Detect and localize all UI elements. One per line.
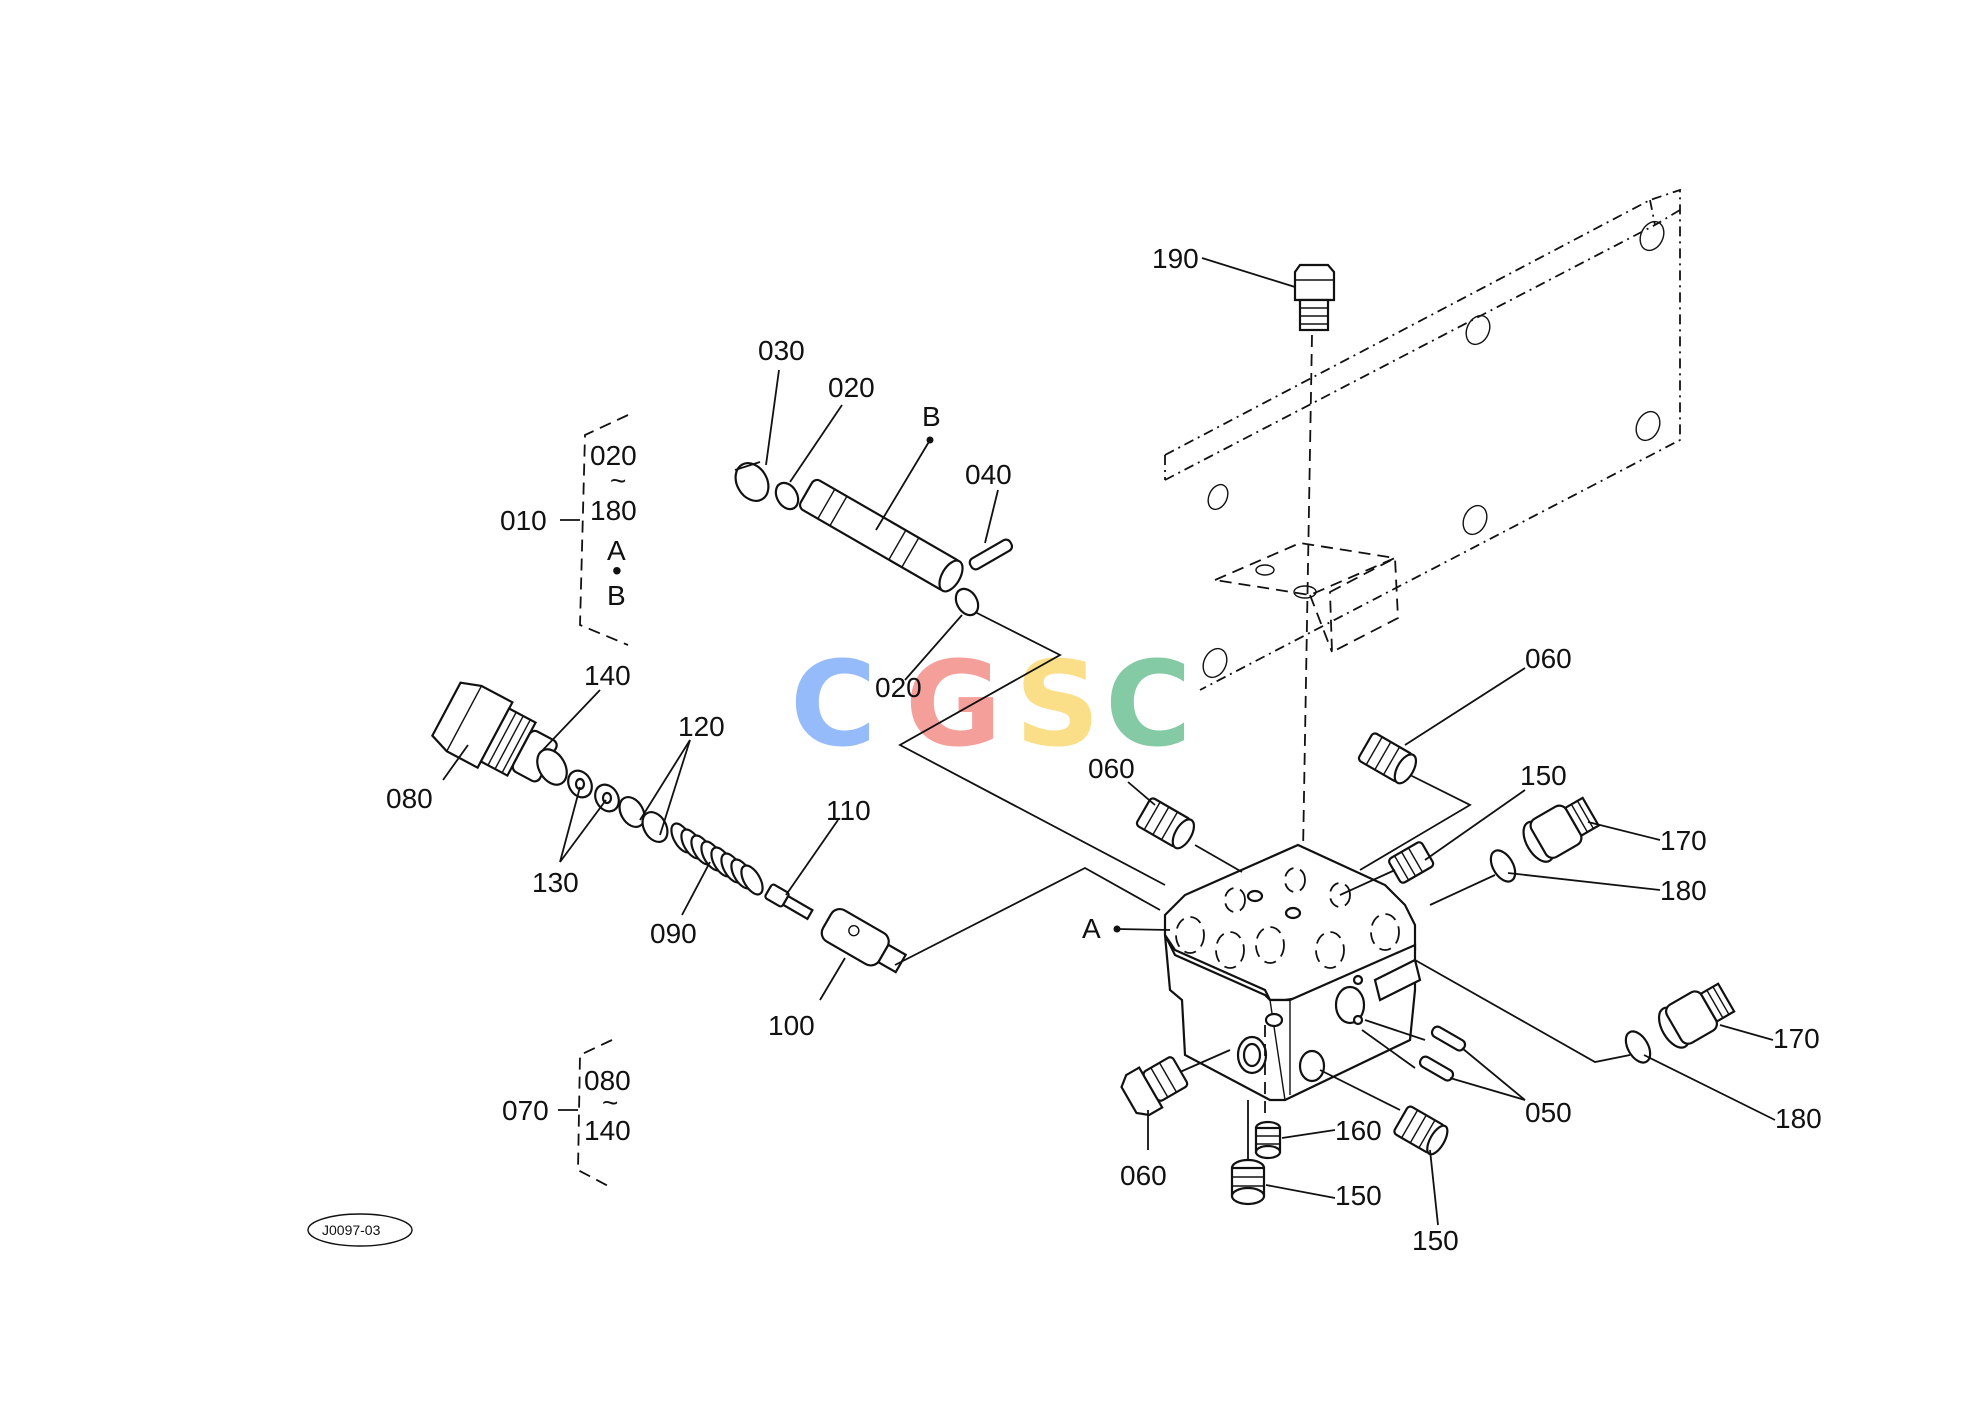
relief-valve-assembly <box>431 681 908 974</box>
assembly-010-label: 010 <box>500 505 547 536</box>
part-label-020-lower: 020 <box>875 672 922 703</box>
diagram-code: J0097-03 <box>322 1222 381 1238</box>
plug-060-lower <box>1120 1056 1189 1117</box>
assembly-070-bracket <box>558 1039 613 1189</box>
part-label-130: 130 <box>532 867 579 898</box>
part-label-050: 050 <box>1525 1097 1572 1128</box>
part-label-080: 080 <box>386 783 433 814</box>
assembly-010-ref-a: A <box>607 535 626 566</box>
plug-060-upper-right <box>1357 732 1418 785</box>
part-label-030: 030 <box>758 335 805 366</box>
part-label-160: 160 <box>1335 1115 1382 1146</box>
assembly-070-label: 070 <box>502 1095 549 1126</box>
mounting-plate <box>1164 188 1681 691</box>
part-label-110: 110 <box>826 795 871 826</box>
part-label-120: 120 <box>678 711 725 742</box>
part-label-180-upper: 180 <box>1660 875 1707 906</box>
assembly-010-ref-sep: • <box>612 555 622 586</box>
part-label-190: 190 <box>1152 243 1199 274</box>
bolt-190 <box>1293 263 1336 911</box>
assembly-070-range-start: 080 <box>584 1065 631 1096</box>
assembly-010-ref-b: B <box>607 580 626 611</box>
part-label-140: 140 <box>584 660 631 691</box>
plug-160 <box>1254 1120 1282 1160</box>
part-label-040: 040 <box>965 459 1012 490</box>
assembly-010-range-end: 180 <box>590 495 637 526</box>
part-label-150-bottom: 150 <box>1335 1180 1382 1211</box>
assembly-010-range-symbol: ~ <box>610 465 626 496</box>
watermark-letter-g: G <box>905 635 1002 773</box>
plug-150-bottom-right <box>1393 1105 1449 1156</box>
part-label-100: 100 <box>768 1010 815 1041</box>
part-label-170-lower: 170 <box>1773 1023 1820 1054</box>
watermark-letter-s: S <box>1015 635 1100 773</box>
spool-assembly <box>734 461 1014 617</box>
part-label-020-upper: 020 <box>828 372 875 403</box>
plug-150-bottom <box>1230 1158 1266 1206</box>
plug-060-middle <box>1135 797 1196 850</box>
part-label-060-lower: 060 <box>1120 1160 1167 1191</box>
ref-label-b: B <box>922 401 941 432</box>
spring-090 <box>670 822 764 896</box>
plug-150-upper <box>1388 841 1435 884</box>
part-label-180-lower: 180 <box>1775 1103 1822 1134</box>
part-label-090: 090 <box>650 918 697 949</box>
fitting-170-upper <box>1522 796 1601 863</box>
assembly-070-range-end: 140 <box>584 1115 631 1146</box>
watermark-letter-c2: C <box>1105 635 1192 773</box>
fitting-170-lower <box>1657 982 1736 1049</box>
part-label-060-middle: 060 <box>1088 753 1135 784</box>
part-label-170-upper: 170 <box>1660 825 1707 856</box>
assembly-010-bracket <box>560 414 629 646</box>
watermark: C G S C <box>790 635 1192 773</box>
valve-body <box>1163 843 1422 1120</box>
part-label-150-upper: 150 <box>1520 760 1567 791</box>
assembly-010-range-start: 020 <box>590 440 637 471</box>
ref-label-a: A <box>1082 913 1101 944</box>
watermark-letter-c1: C <box>790 635 877 773</box>
diagram-code-oval <box>307 1213 413 1247</box>
part-label-060-upper-right: 060 <box>1525 643 1572 674</box>
assembly-070-range-symbol: ~ <box>602 1087 618 1118</box>
part-label-150-bottom-right: 150 <box>1412 1225 1459 1256</box>
